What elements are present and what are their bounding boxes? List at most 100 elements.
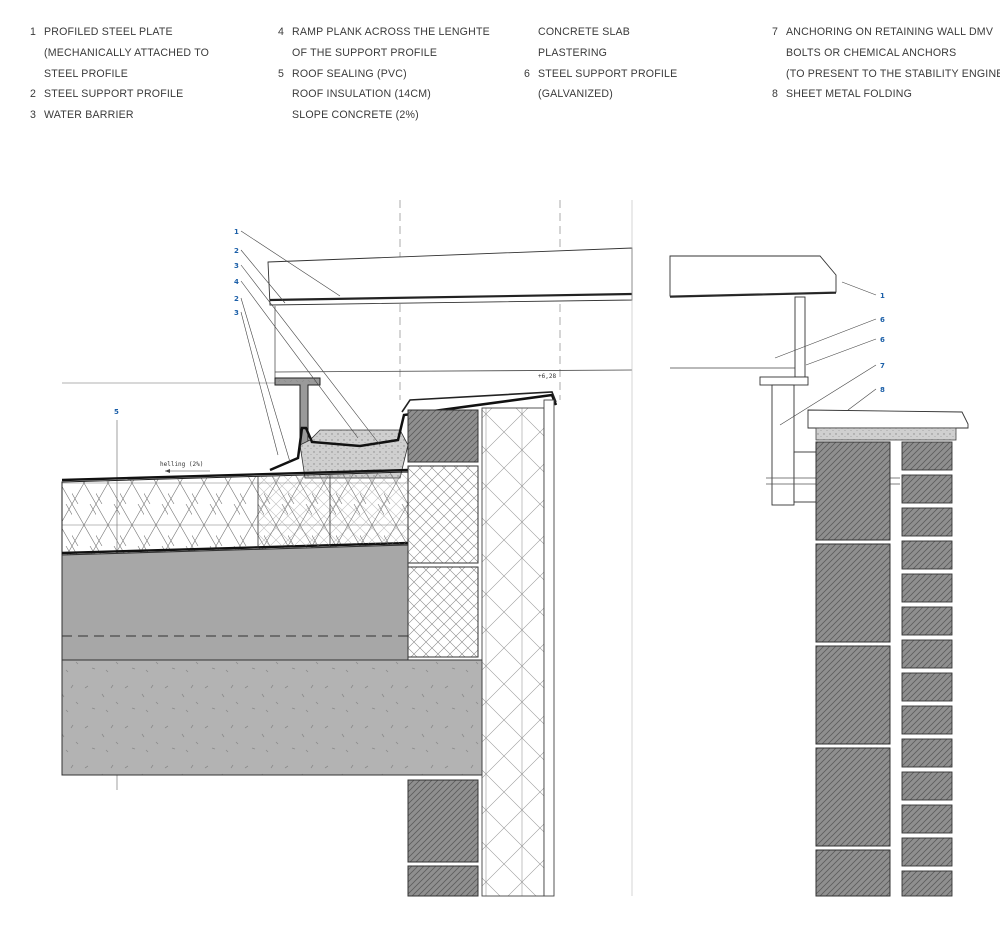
callout-label: 6 <box>880 336 885 344</box>
plastering <box>543 399 555 897</box>
legend-text: PLASTERING <box>538 46 608 59</box>
leader-line <box>240 249 286 304</box>
cavity-insulation <box>481 407 545 897</box>
profiled-steel-plate <box>669 255 837 297</box>
slope-annotation: helling (2%) <box>160 461 203 468</box>
legend: 1 PROFILED STEEL PLATE (MECHANICALLY ATTA… <box>0 0 1000 140</box>
insulation-block <box>330 474 408 544</box>
legend-text: PROFILED STEEL PLATE <box>44 26 173 38</box>
callout-label: 5 <box>114 408 119 416</box>
legend-number: 7 <box>772 26 779 38</box>
leader-line <box>774 318 877 359</box>
callout-label: 6 <box>880 316 885 324</box>
steel-support-profile-vertical <box>794 296 806 378</box>
facing-brick <box>901 804 953 834</box>
facing-brick <box>901 771 953 801</box>
leader-line <box>847 388 877 411</box>
legend-text: STEEL PROFILE <box>44 67 129 80</box>
brick <box>815 747 891 847</box>
leader-line <box>240 297 291 463</box>
facing-brick <box>901 870 953 897</box>
legend-text: (TO PRESENT TO THE STABILITY ENGINEER) <box>786 67 1000 80</box>
callouts-right: 1 6 6 7 8 <box>774 281 885 426</box>
facing-brick <box>901 606 953 636</box>
facing-brick <box>901 441 953 471</box>
legend-number: 6 <box>524 67 531 80</box>
coping-flashing <box>401 391 557 413</box>
legend-text: WATER BARRIER <box>44 109 134 122</box>
facing-brick <box>901 507 953 537</box>
leader-line <box>240 230 341 297</box>
brick <box>815 849 891 897</box>
legend-text: CONCRETE SLAB <box>538 26 631 38</box>
callout-label: 1 <box>880 292 885 300</box>
vapour-layer <box>61 541 409 555</box>
callout-label: 2 <box>234 247 239 255</box>
facing-brick <box>901 474 953 504</box>
legend-text: (GALVANIZED) <box>538 88 613 101</box>
profile-hatch <box>278 380 318 382</box>
legend-number: 3 <box>30 109 37 122</box>
brick <box>815 645 891 745</box>
legend-text: OF THE SUPPORT PROFILE <box>292 46 438 59</box>
anchor-plate <box>793 451 819 503</box>
callout-label: 2 <box>234 295 239 303</box>
brick <box>815 543 891 643</box>
callout-label: 7 <box>880 362 885 370</box>
leader-line <box>805 338 877 366</box>
legend-number: 4 <box>278 26 285 38</box>
legend-text: ANCHORING ON RETAINING WALL DMV <box>786 26 994 38</box>
legend-text: STEEL SUPPORT PROFILE <box>44 88 184 101</box>
facing-brick <box>901 639 953 669</box>
callout-label: 4 <box>234 278 239 286</box>
level-annotation: +6,28 <box>538 373 556 380</box>
roof-sealing <box>61 468 409 482</box>
right-elevation-detail: 1 6 6 7 8 <box>669 255 969 897</box>
brick <box>407 409 479 463</box>
sheet-metal-folding <box>807 409 969 429</box>
facing-brick <box>901 540 953 570</box>
brick <box>407 865 479 897</box>
leader-line <box>779 364 877 426</box>
legend-text: ROOF SEALING (PVC) <box>292 67 407 80</box>
callouts-left: 1 2 3 4 2 3 5 <box>114 228 381 463</box>
left-section-detail: helling (2%) +6,28 1 2 3 4 2 3 5 <box>61 200 633 897</box>
legend-number: 1 <box>30 26 37 38</box>
callout-label: 3 <box>234 262 239 270</box>
facing-brick <box>901 705 953 735</box>
leader-line <box>841 281 877 296</box>
callout-label: 1 <box>234 228 239 236</box>
callout-label: 3 <box>234 309 239 317</box>
facing-brick <box>901 738 953 768</box>
facing-brick-column <box>901 441 953 897</box>
legend-text: STEEL SUPPORT PROFILE <box>538 67 678 80</box>
slope-arrowhead <box>165 469 170 473</box>
legend-text: RAMP PLANK ACROSS THE LENGHTE <box>292 26 490 38</box>
brick <box>407 779 479 863</box>
legend-text: (MECHANICALLY ATTACHED TO <box>44 46 210 59</box>
facing-brick <box>901 573 953 603</box>
legend-text: BOLTS OR CHEMICAL ANCHORS <box>786 46 957 59</box>
leader-line <box>240 264 381 446</box>
legend-text: ROOF INSULATION (14CM) <box>292 88 431 101</box>
insulation-block <box>407 465 479 564</box>
legend-number: 5 <box>278 67 285 80</box>
anchoring-bracket <box>771 384 795 506</box>
insulation-block <box>258 476 330 546</box>
callout-label: 8 <box>880 386 885 394</box>
plate-edge <box>269 292 633 302</box>
slope-concrete <box>61 544 409 661</box>
legend-text: SLOPE CONCRETE (2%) <box>292 109 419 122</box>
leader-line <box>240 311 279 456</box>
brick <box>815 441 891 541</box>
water-barrier <box>269 393 558 472</box>
legend-number: 8 <box>772 88 779 101</box>
coping-bedding <box>815 427 957 441</box>
steel-support-profile-flange <box>759 376 809 386</box>
leader-line <box>240 280 359 439</box>
concrete-slab <box>61 659 483 776</box>
plate-edge <box>669 292 837 298</box>
legend-text: SHEET METAL FOLDING <box>786 88 913 101</box>
facing-brick <box>901 837 953 867</box>
